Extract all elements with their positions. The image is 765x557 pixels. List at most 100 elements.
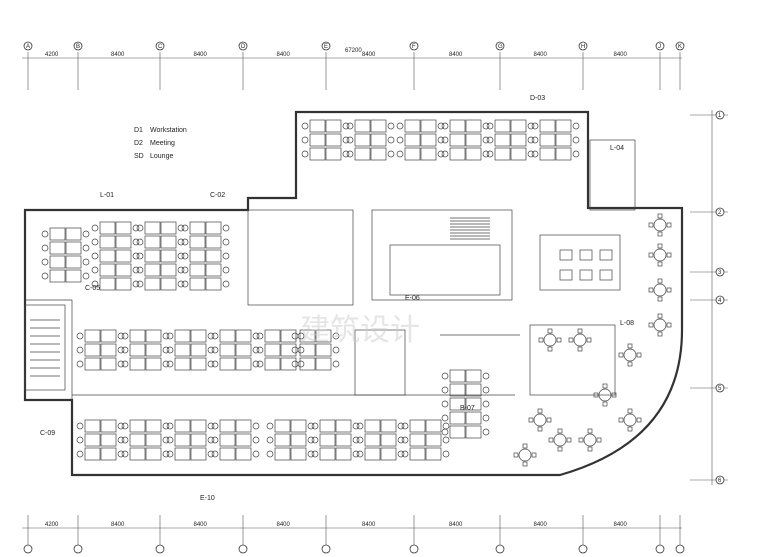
chair (441, 386, 449, 394)
chair (593, 392, 599, 398)
chair (342, 136, 350, 144)
chair (401, 436, 409, 444)
grid-bubble (409, 544, 419, 554)
chair (482, 372, 490, 380)
desk (309, 147, 326, 161)
chair (627, 426, 633, 432)
grid-bubble (73, 544, 83, 554)
chair (577, 346, 583, 352)
desk (299, 357, 316, 371)
desk (129, 433, 146, 447)
chair (166, 332, 174, 340)
chair (527, 136, 535, 144)
desk (510, 119, 527, 133)
grid-bubble (675, 41, 685, 51)
chair (132, 280, 140, 288)
grid-axis-label: 6 (718, 478, 722, 484)
chair (437, 136, 445, 144)
chair (211, 360, 219, 368)
grid-bubble (495, 544, 505, 554)
desk (555, 119, 572, 133)
chair (136, 252, 144, 260)
desk (99, 277, 116, 291)
chair (387, 122, 395, 130)
chair (291, 360, 299, 368)
chair (82, 230, 90, 238)
desk (290, 433, 307, 447)
desk (190, 447, 207, 461)
chair (132, 252, 140, 260)
round-table (623, 348, 637, 362)
desk (174, 447, 191, 461)
desk (425, 433, 442, 447)
grid-axis-label: 4 (718, 298, 722, 304)
chair (76, 360, 84, 368)
chair (41, 258, 49, 266)
desk (425, 419, 442, 433)
chair (181, 224, 189, 232)
chair (547, 328, 553, 334)
chair (627, 408, 633, 414)
grid-bubble (495, 41, 505, 51)
chair (121, 450, 129, 458)
chair (397, 436, 405, 444)
desk (115, 235, 132, 249)
workstation-clusters (30, 119, 672, 467)
chair (121, 436, 129, 444)
desk (449, 119, 466, 133)
chair (346, 150, 354, 158)
chair (648, 222, 654, 228)
chair (136, 224, 144, 232)
desk (190, 357, 207, 371)
chair (121, 332, 129, 340)
room-label: E-06 (405, 295, 420, 302)
desk (129, 447, 146, 461)
legend: D1 Workstation D2 Meeting SD Lounge (134, 127, 187, 160)
desk (335, 447, 352, 461)
chair (548, 437, 554, 443)
dimension-label: 8400 (277, 52, 291, 58)
legend-item-code: D1 (134, 127, 143, 134)
desk (380, 447, 397, 461)
grid-axis-label: 2 (718, 210, 722, 216)
desk (319, 433, 336, 447)
chair (546, 417, 552, 423)
desk (420, 133, 437, 147)
grid-axis-label: 1 (718, 113, 722, 119)
desk (319, 419, 336, 433)
conference-seat (579, 249, 593, 261)
dimension-label: 8400 (534, 522, 548, 528)
room-label: B-07 (460, 405, 475, 412)
dimension-label: 8400 (111, 522, 125, 528)
chair (76, 422, 84, 430)
chair (572, 122, 580, 130)
desk (380, 433, 397, 447)
desk (465, 119, 482, 133)
dimension-label: 4200 (45, 522, 59, 528)
desk (99, 235, 116, 249)
desk (145, 419, 162, 433)
chair (222, 252, 230, 260)
chair (311, 450, 319, 458)
chair (76, 436, 84, 444)
grid-bubble (409, 41, 419, 51)
desk (160, 249, 177, 263)
desk (315, 343, 332, 357)
chair (522, 443, 528, 449)
desk (510, 147, 527, 161)
dimension-label: 8400 (449, 52, 463, 58)
desk (319, 447, 336, 461)
chair (531, 136, 539, 144)
chair (166, 422, 174, 430)
chair (538, 337, 544, 343)
desk (174, 357, 191, 371)
round-table (653, 283, 667, 297)
desk (264, 343, 281, 357)
chair (252, 360, 260, 368)
chair (657, 261, 663, 267)
grid-axis-label: A (26, 44, 30, 50)
chair (566, 437, 572, 443)
desk (235, 357, 252, 371)
